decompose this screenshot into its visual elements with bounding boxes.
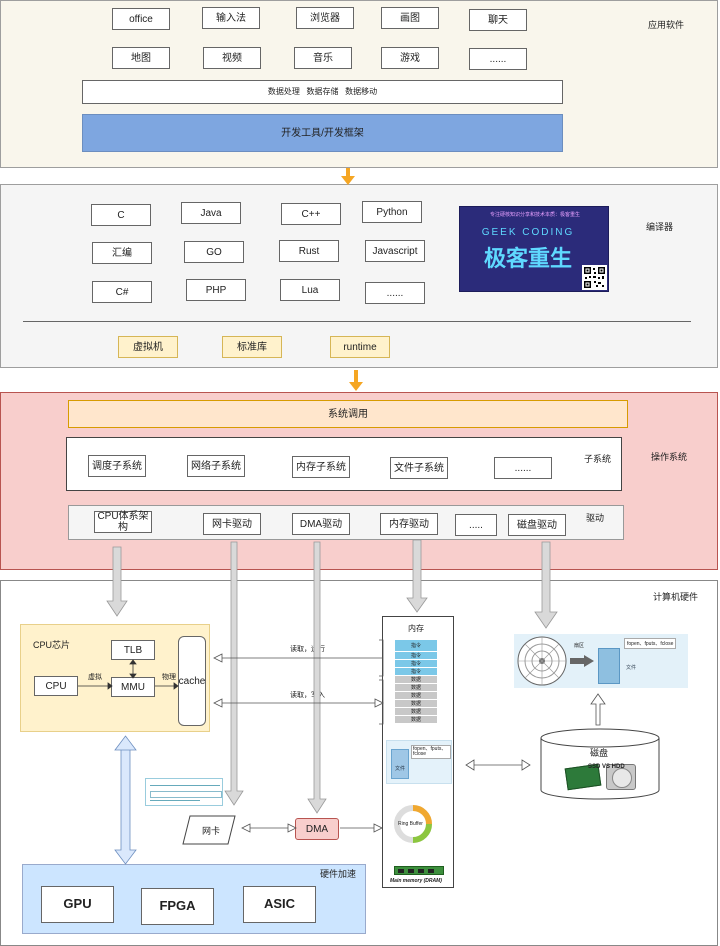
mem-row-data: 数据	[395, 684, 437, 692]
asic-box: ASIC	[243, 886, 316, 923]
cpu-chip-label: CPU芯片	[33, 640, 71, 650]
runtime-vm: 虚拟机	[118, 336, 178, 358]
file-label: 文件	[626, 665, 637, 671]
app-chat: 聊天	[469, 9, 527, 31]
memory-label: 内存	[408, 624, 424, 633]
app-office: office	[112, 8, 170, 30]
os-layer-label: 操作系统	[651, 452, 688, 462]
lang-more: ......	[365, 282, 425, 304]
syscall-bar: 系统调用	[68, 400, 628, 428]
memory-file-name: 文件	[395, 766, 406, 772]
banner-chinese: 极客重生	[483, 246, 572, 271]
driver-memory: 内存驱动	[380, 513, 438, 535]
lang-java: Java	[181, 202, 241, 224]
driver-disk: 磁盘驱动	[508, 514, 566, 536]
mem-row-data: 数据	[395, 708, 437, 716]
memory-file-icon	[391, 749, 409, 779]
lang-asm: 汇编	[92, 242, 152, 264]
driver-label: 驱动	[586, 513, 605, 523]
cpu-box: CPU	[34, 676, 78, 696]
lang-lua: Lua	[280, 279, 340, 301]
down-arrow-icon	[341, 168, 355, 185]
mem-row-cmd: 指令	[395, 668, 437, 676]
memory-file-illustration: 文件 fopen、fputs、fclose	[386, 740, 452, 784]
fpga-box: FPGA	[141, 888, 214, 925]
ssd-vs-hdd-label: SSD VS HDD	[588, 764, 625, 770]
lang-javascript: Javascript	[365, 240, 425, 262]
subsystem-file: 文件子系统	[390, 457, 448, 479]
hardware-layer-label: 计算机硬件	[653, 592, 699, 602]
mem-row-data: 数据	[395, 692, 437, 700]
compiler-divider	[23, 321, 691, 322]
lang-cpp: C++	[281, 203, 341, 225]
file-folder-icon	[598, 648, 620, 684]
ring-buffer-label: Ring Buffer	[398, 821, 423, 827]
read-write-label: 读取，写入	[290, 692, 325, 699]
packet-diagram-illustration	[145, 778, 223, 806]
subsystem-label: 子系统	[584, 454, 612, 464]
mem-row-cmd: 指令	[395, 640, 437, 652]
nic-label: 网卡	[202, 826, 221, 836]
app-layer-label: 应用软件	[648, 20, 685, 30]
geek-coding-banner: 专注硬核知识分享和技术本质：极客重生 GEEK CODING 极客重生	[459, 206, 609, 292]
compiler-layer-label: 编译器	[646, 222, 674, 232]
app-map: 地图	[112, 47, 170, 69]
lang-php: PHP	[186, 279, 246, 301]
mem-row-data: 数据	[395, 676, 437, 684]
main-memory-label: Main memory (DRAM)	[390, 878, 442, 884]
physical-label: 物理	[162, 674, 176, 681]
memory-stack: 指令 指令 指令 指令 数据 数据 数据 数据 数据 数据	[385, 640, 451, 730]
hw-accel-label: 硬件加速	[320, 869, 357, 879]
lang-rust: Rust	[279, 240, 339, 262]
virtual-label: 虚拟	[88, 674, 102, 681]
disk-platter-icon	[516, 635, 568, 687]
driver-cpu-arch: CPU体系架构	[94, 511, 152, 533]
down-arrow-icon	[349, 370, 363, 391]
qr-code-icon	[582, 265, 607, 290]
mem-row-cmd: 指令	[395, 652, 437, 660]
app-game: 游戏	[381, 47, 439, 69]
runtime-stdlib: 标准库	[222, 336, 282, 358]
app-paint: 画图	[381, 7, 439, 29]
subsystem-more: ......	[494, 457, 552, 479]
lang-go: GO	[184, 241, 244, 263]
hdd-icon	[606, 764, 636, 790]
nic-shape	[182, 815, 236, 845]
mem-row-data: 数据	[395, 700, 437, 708]
driver-dma: DMA驱动	[292, 513, 350, 535]
mmu-box: MMU	[111, 677, 155, 697]
driver-nic: 网卡驱动	[203, 513, 261, 535]
dma-box: DMA	[295, 818, 339, 840]
gpu-box: GPU	[41, 886, 114, 923]
runtime-runtime: runtime	[330, 336, 390, 358]
app-video: 视频	[203, 47, 261, 69]
data-bar: 数据处理 数据存储 数据移动	[82, 80, 563, 104]
lang-csharp: C#	[92, 281, 152, 303]
cache-box: cache	[178, 636, 206, 726]
file-funcs-label: fopen、fputs、fclose	[624, 638, 677, 649]
subsystem-network: 网络子系统	[187, 455, 245, 477]
sector-label: 扇区	[574, 643, 585, 649]
app-input-method: 输入法	[202, 7, 260, 29]
read-run-label: 读取，运行	[290, 646, 325, 653]
subsystem-memory: 内存子系统	[292, 456, 350, 478]
banner-slogan: 专注硬核知识分享和技术本质：极客重生	[489, 212, 580, 218]
app-music: 音乐	[294, 47, 352, 69]
driver-more: .....	[455, 514, 497, 536]
lang-c: C	[91, 204, 151, 226]
lang-python: Python	[362, 201, 422, 223]
mem-row-cmd: 指令	[395, 660, 437, 668]
ring-buffer-icon	[393, 804, 433, 844]
banner-english: GEEK CODING	[481, 227, 575, 238]
app-browser: 浏览器	[296, 7, 354, 29]
subsystem-scheduler: 调度子系统	[88, 455, 146, 477]
dram-module-icon	[394, 866, 444, 875]
disk-label: 磁盘	[590, 748, 609, 758]
mem-row-data: 数据	[395, 716, 437, 724]
memory-file-funcs: fopen、fputs、fclose	[411, 745, 451, 759]
tlb-box: TLB	[111, 640, 155, 660]
right-arrow-icon	[570, 655, 594, 667]
app-more: ......	[469, 48, 527, 70]
dev-tools-bar: 开发工具/开发框架	[82, 114, 563, 152]
